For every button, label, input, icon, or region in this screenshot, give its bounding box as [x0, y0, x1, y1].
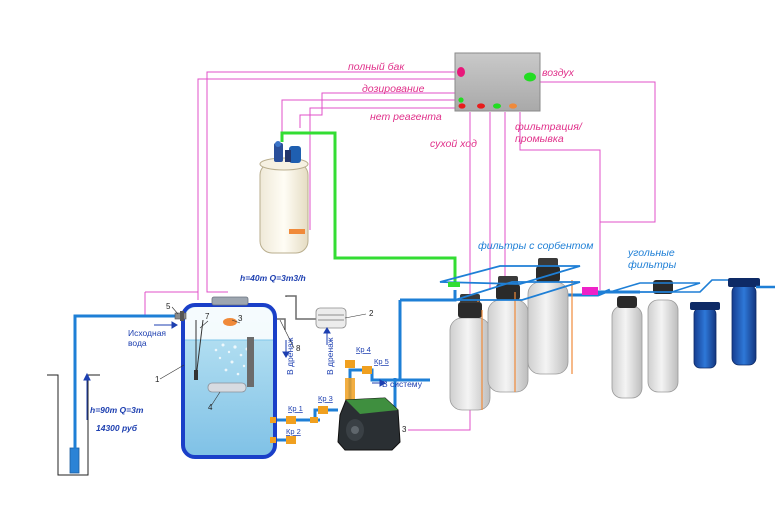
label-to-system: В систему	[382, 379, 423, 389]
well	[47, 374, 100, 476]
label-full-tank: полный бак	[348, 61, 405, 73]
sorbent-filter-2	[487, 276, 529, 393]
valve-kr4[interactable]	[345, 360, 355, 368]
callout-2: 2	[369, 309, 374, 318]
label-drain-right: В дренаж	[325, 337, 335, 375]
valve-kr5[interactable]	[362, 366, 372, 374]
dry-run-indicator	[477, 103, 485, 109]
filter-drain-lines	[477, 280, 573, 410]
label-kr2: Кр 2	[286, 427, 301, 436]
full-tank-indicator	[457, 67, 465, 77]
air-indicator	[524, 72, 536, 82]
label-kr4: Кр 4	[356, 345, 371, 354]
inlet-arrow-icon	[154, 321, 178, 329]
callout-1: 1	[155, 375, 160, 384]
callout-3: 3	[238, 314, 243, 323]
label-kr3: Кр 3	[318, 394, 333, 403]
callout-3-pump: 3	[402, 425, 407, 434]
sorbent-manifold	[439, 265, 581, 301]
compressor	[315, 307, 347, 329]
label-sorbent-filters: фильтры с сорбентом	[478, 240, 593, 252]
main-tank	[181, 296, 277, 459]
carbon-filter-2	[647, 280, 679, 393]
carbon-manifold	[609, 279, 740, 293]
callout-4: 4	[208, 403, 213, 412]
label-filtration: фильтрация/	[515, 121, 583, 133]
callout-7: 7	[205, 312, 210, 321]
main-pump	[337, 397, 401, 451]
label-drain-left: В дренаж	[285, 337, 295, 375]
valve-kr1[interactable]	[286, 416, 296, 424]
callout-8: 8	[296, 344, 301, 353]
inlet-label-2: вода	[128, 338, 147, 348]
drain-arrow-icon	[282, 327, 386, 387]
controller-box	[454, 52, 541, 112]
label-dry-run: сухой ход	[430, 138, 477, 150]
dosing-indicator	[458, 97, 464, 103]
well-price: 14300 руб	[96, 423, 138, 433]
dosing-line	[280, 131, 457, 285]
inlet-label: Исходная	[128, 328, 166, 338]
carbon-filter-1	[611, 296, 643, 399]
sorbent-filter-1	[449, 294, 491, 411]
signal-wires	[144, 71, 656, 431]
reagent-tank	[259, 157, 309, 254]
label-carbon-filters: угольные	[627, 247, 675, 259]
label-air: воздух	[542, 67, 575, 79]
blue-housing-filter-2	[728, 278, 760, 366]
label-kr1: Кр 1	[288, 404, 303, 413]
label-kr5: Кр 5	[374, 357, 389, 366]
label-no-reagent: нет реагента	[370, 111, 442, 123]
pump-spec: h=40m Q=3m3/h	[240, 273, 306, 283]
flush-indicator	[509, 103, 517, 109]
label-dosing: дозирование	[362, 83, 425, 95]
up-arrow-icon	[83, 372, 91, 420]
filtration-indicator	[493, 103, 501, 109]
callout-5: 5	[166, 302, 171, 311]
no-reagent-indicator	[458, 103, 466, 109]
label-carbon-filters-2: фильтры	[628, 259, 677, 271]
blue-housing-filter-1	[690, 302, 720, 369]
valve-kr2[interactable]	[286, 436, 296, 444]
callout-leaders	[159, 306, 367, 407]
label-flush: промывка	[515, 133, 564, 145]
valve-kr3[interactable]	[318, 406, 328, 414]
sorbent-valve	[582, 287, 598, 295]
dosing-pump	[274, 141, 301, 163]
well-spec: h=90m Q=3m	[90, 405, 144, 415]
